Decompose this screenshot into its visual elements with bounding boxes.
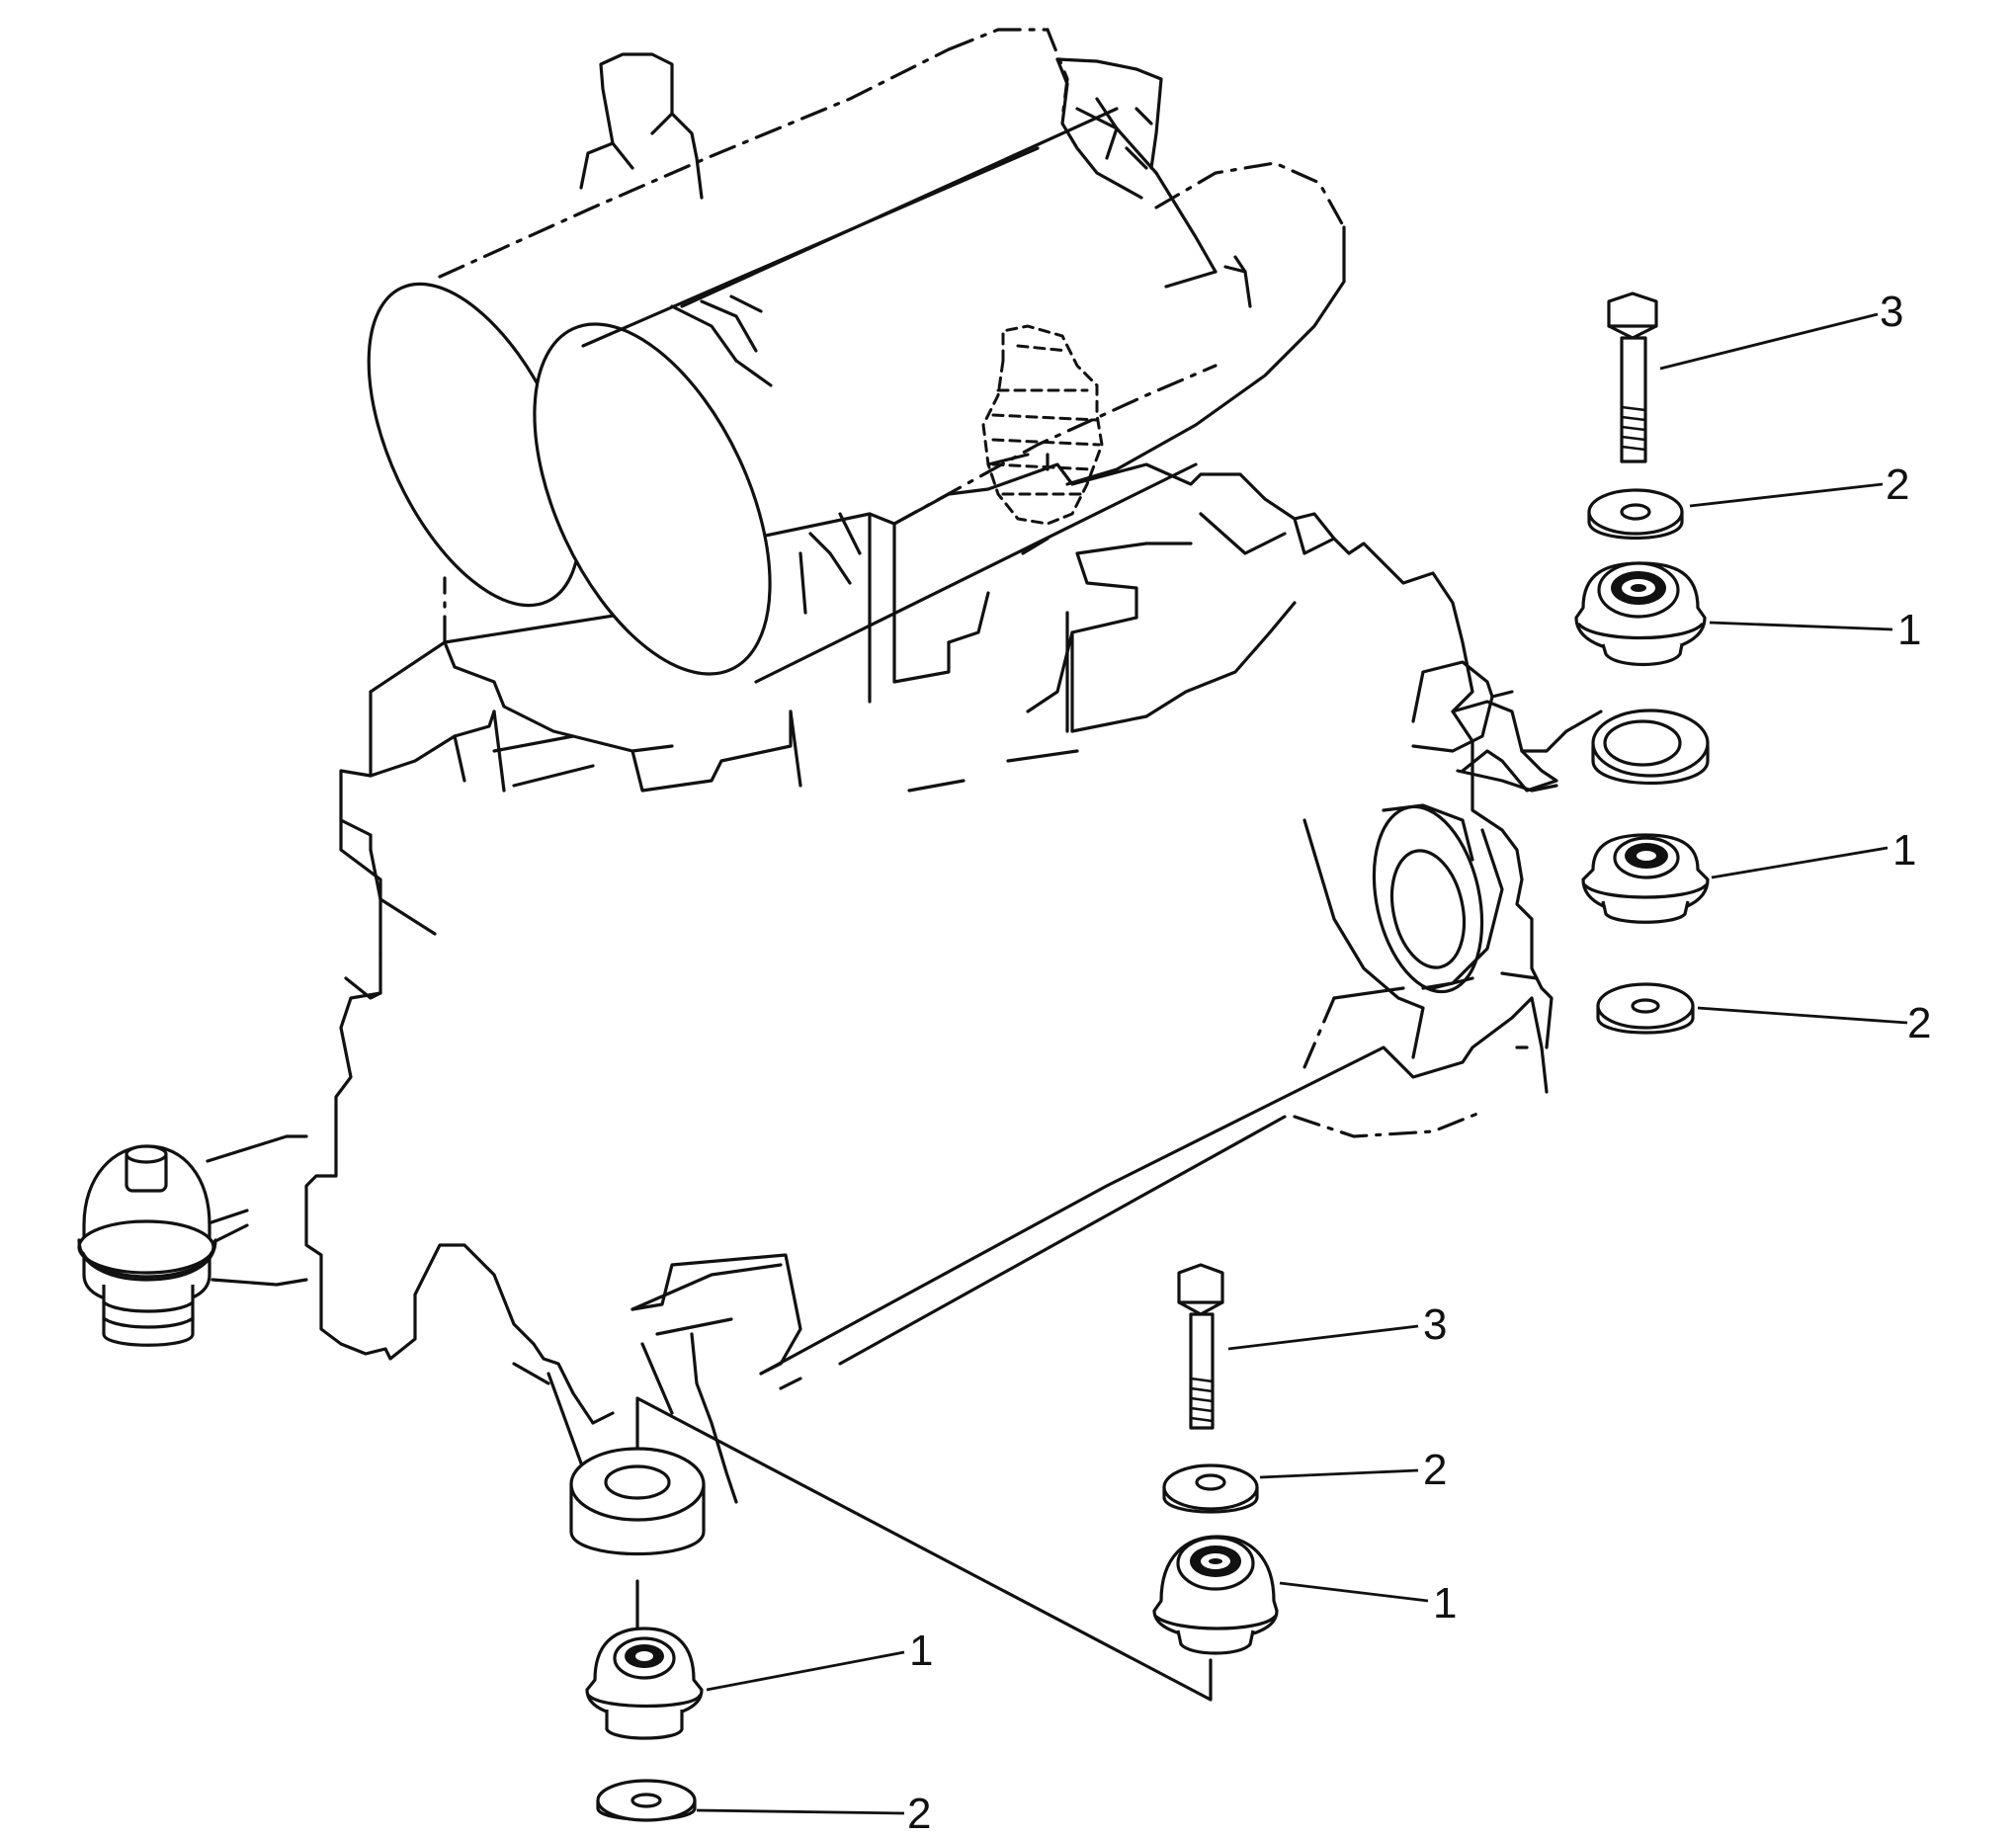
bolt-3-right bbox=[1607, 292, 1658, 463]
callout-cushion-1-bottom-left: 1 bbox=[909, 1627, 933, 1675]
washer-2-right-lower bbox=[1596, 982, 1695, 1035]
callout-washer-2-bottom: 2 bbox=[1423, 1446, 1447, 1494]
reference-line bbox=[635, 1396, 1213, 1702]
washer-2-right-upper bbox=[1587, 488, 1684, 541]
bottom-center-stack bbox=[1152, 1263, 1279, 1655]
callout-washer-2-bottom-left: 2 bbox=[907, 1790, 931, 1838]
callouts: 3 2 1 1 2 3 2 1 1 2 bbox=[907, 288, 1931, 1838]
bolt-3-bottom bbox=[1177, 1263, 1224, 1430]
washer-2-bottom-left bbox=[596, 1779, 697, 1822]
callout-washer-2-right-upper: 2 bbox=[1886, 460, 1909, 509]
right-stack bbox=[1574, 292, 1710, 1035]
cushion-1-right-upper bbox=[1574, 561, 1707, 667]
cushion-1-bottom bbox=[1152, 1535, 1279, 1655]
right-ear-boss bbox=[1591, 709, 1710, 786]
callout-washer-2-right-lower: 2 bbox=[1907, 999, 1931, 1047]
air-cleaner bbox=[367, 28, 1346, 684]
cushion-1-right-lower bbox=[1581, 833, 1710, 924]
cushion-1-bottom-left bbox=[585, 1627, 704, 1740]
callout-cushion-1-bottom: 1 bbox=[1433, 1579, 1457, 1628]
callout-bolt-3-bottom: 3 bbox=[1423, 1300, 1447, 1349]
leader-lines bbox=[696, 312, 1908, 1815]
callout-cushion-1-right-upper: 1 bbox=[1897, 606, 1921, 654]
washer-2-bottom bbox=[1162, 1463, 1259, 1514]
engine-block bbox=[201, 364, 1603, 1504]
callout-cushion-1-right-lower: 1 bbox=[1892, 826, 1916, 875]
callout-bolt-3-right: 3 bbox=[1880, 288, 1903, 336]
rear-left-mount bbox=[569, 1447, 706, 1822]
front-mount-assembled bbox=[77, 1144, 217, 1347]
